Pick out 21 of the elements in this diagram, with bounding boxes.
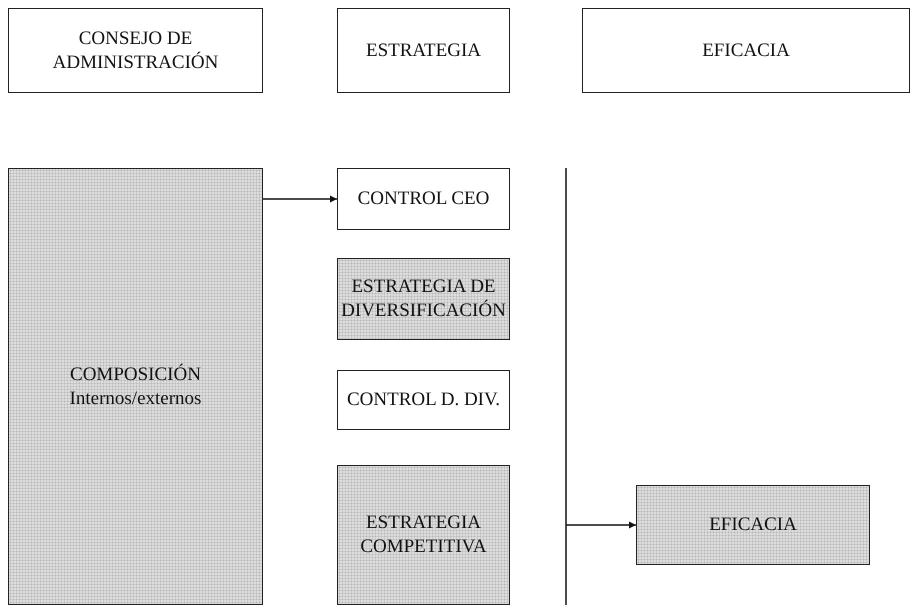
- box-label: ESTRATEGIA: [366, 38, 482, 62]
- box-label: ESTRATEGIA DE DIVERSIFICACIÓN: [340, 275, 507, 323]
- box-label: ESTRATEGIA COMPETITIVA: [359, 511, 488, 559]
- box-label: EFICACIA: [702, 38, 790, 62]
- box-label: CONSEJO DE ADMINISTRACIÓN: [52, 26, 220, 74]
- process-box: [8, 8, 263, 93]
- process-box: [337, 168, 510, 230]
- box-label: CONTROL D. DIV.: [346, 388, 500, 412]
- arrow: [566, 522, 636, 528]
- shaded-box: [636, 485, 870, 565]
- box-label: COMPOSICIÓN: [70, 362, 201, 386]
- arrow: [263, 196, 337, 202]
- box-sublabel: Internos/externos: [70, 386, 202, 410]
- process-box: [337, 8, 510, 93]
- process-box: [337, 370, 510, 430]
- shaded-box: [337, 258, 510, 340]
- box-label: EFICACIA: [709, 513, 797, 537]
- box-label: CONTROL CEO: [358, 187, 490, 211]
- shaded-box: [337, 465, 510, 605]
- shaded-box: [8, 168, 263, 605]
- process-box: [582, 8, 910, 93]
